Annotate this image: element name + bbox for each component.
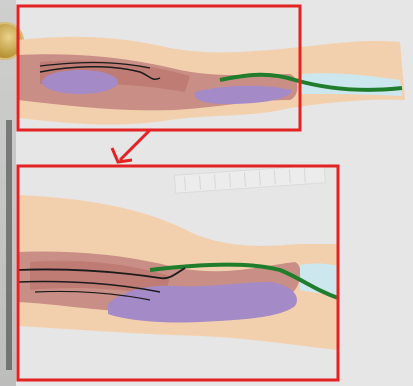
bottom-limb: [18, 195, 338, 350]
top-limb: [18, 37, 405, 125]
top-purple-tissue-left: [42, 70, 118, 94]
watermark-ruler: [174, 165, 325, 193]
zoom-arrow-icon: [112, 130, 150, 162]
